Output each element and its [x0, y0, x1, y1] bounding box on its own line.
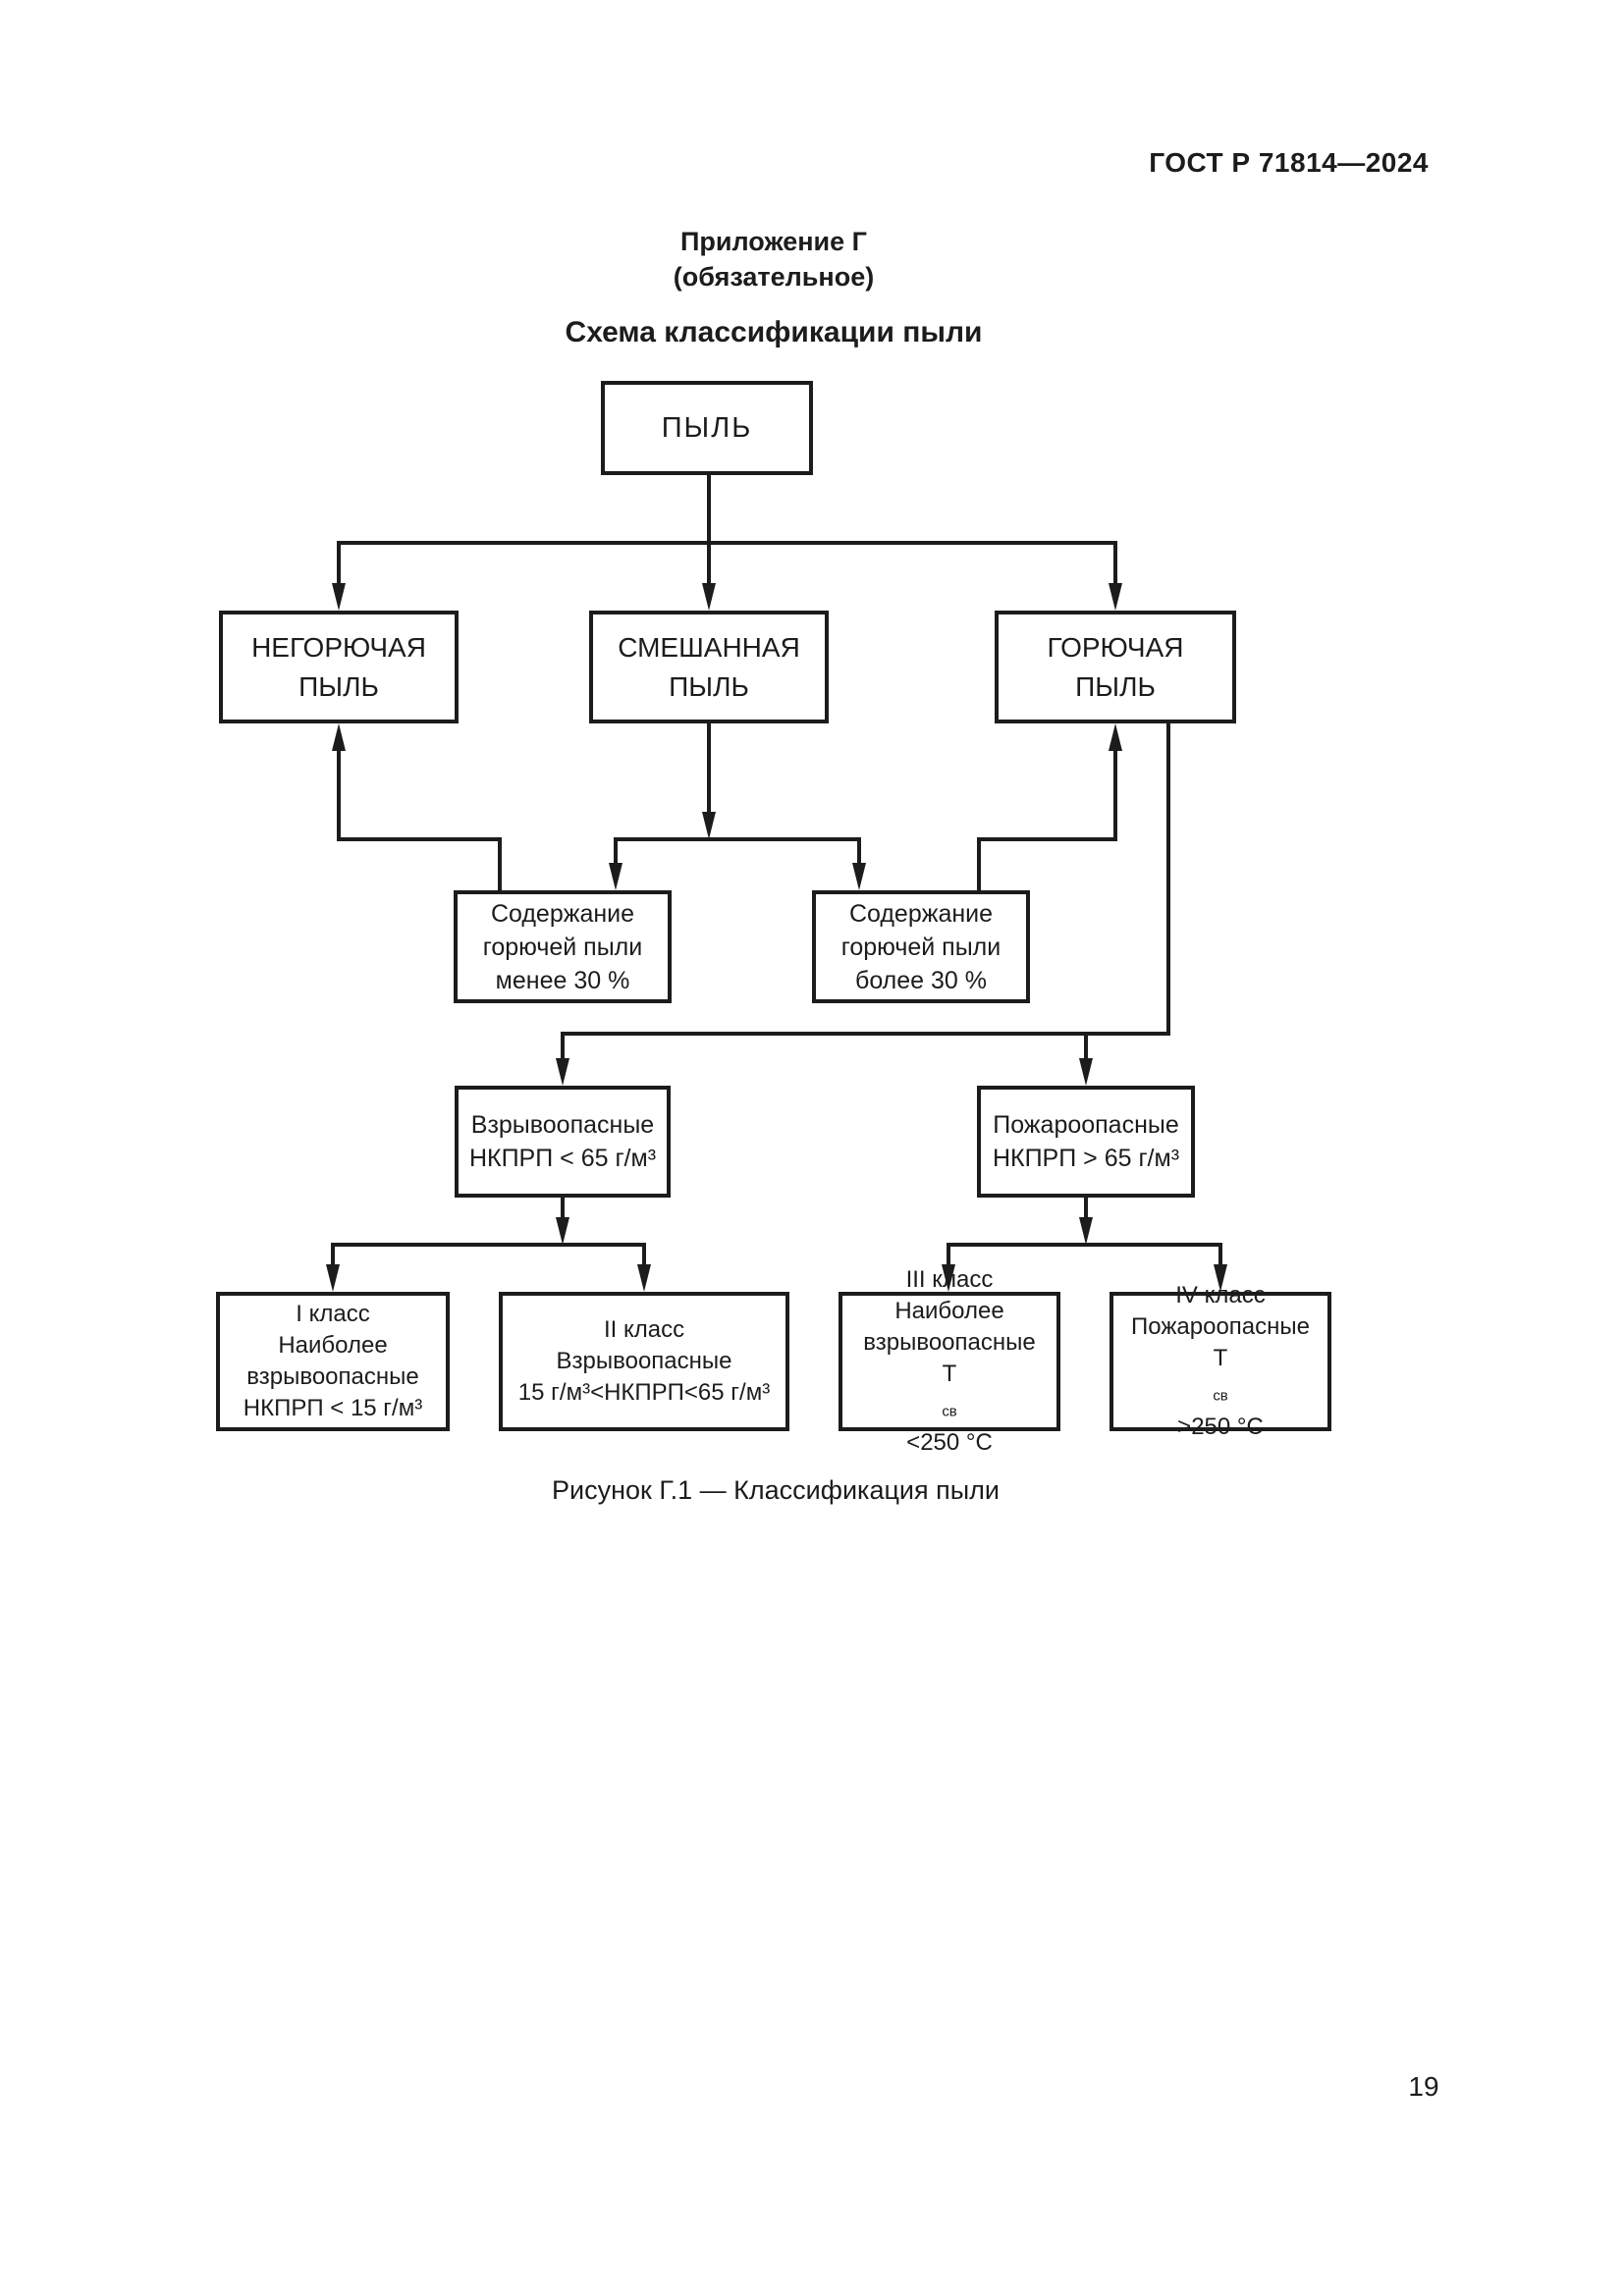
arrow-down-content-more [852, 863, 866, 890]
box-noncombustible-dust: НЕГОРЮЧАЯ ПЫЛЬ [219, 611, 459, 723]
arrow-down-content-distributor [702, 812, 716, 839]
box-fire-hazardous-line2: НКПРП > 65 г/м³ [992, 1145, 1180, 1172]
arrow-down-class12-distributor [556, 1217, 569, 1245]
connector-contentless-up-negoryuchaya [337, 748, 502, 890]
box-fire-hazardous: Пожароопасные НКПРП > 65 г/м³ [977, 1086, 1195, 1198]
box-noncombustible-line1: НЕГОРЮЧАЯ [251, 631, 426, 663]
box-class1-line3: взрывоопасные [246, 1363, 419, 1390]
box-class-2: II класс Взрывоопасные 15 г/м³<НКПРП<65 … [499, 1292, 789, 1431]
box-class1-line4: НКПРП < 15 г/м³ [243, 1395, 423, 1421]
page-number: 19 [1408, 2071, 1439, 2102]
t-condition: <250 °С [906, 1429, 993, 1457]
box-content-less-line2: горючей пыли [482, 933, 643, 961]
box-class4-line1: IV класс [1175, 1281, 1266, 1308]
figure-caption: Рисунок Г.1 — Классификация пыли [551, 1475, 1000, 1505]
document-header: ГОСТ Р 71814—2024 [1149, 147, 1429, 178]
box-class3-line1: III класс [905, 1265, 994, 1293]
box-combustible-line2: ПЫЛЬ [1075, 670, 1156, 702]
arrow-down-smeshannaya [702, 583, 716, 611]
box-class2-line3: 15 г/м³<НКПРП<65 г/м³ [517, 1379, 771, 1406]
t-condition: >250 °С [1177, 1414, 1264, 1441]
arrow-down-explosive [556, 1058, 569, 1086]
arrow-down-negoryuchaya [332, 583, 346, 611]
box-combustible-line1: ГОРЮЧАЯ [1047, 631, 1184, 663]
box-content-more-line2: горючей пыли [840, 933, 1001, 961]
box-class1-line1: I класс [296, 1301, 370, 1327]
box-mixed-line1: СМЕШАННАЯ [618, 631, 800, 663]
t-symbol: Т [942, 1360, 957, 1387]
arrow-down-class1 [326, 1264, 340, 1292]
arrow-down-class34-distributor [1079, 1217, 1093, 1245]
box-content-less-30: Содержание горючей пыли менее 30 % [454, 890, 672, 1003]
appendix-title: Приложение Г [680, 227, 867, 256]
box-class1-line2: Наиболее [278, 1332, 388, 1359]
box-noncombustible-line2: ПЫЛЬ [298, 670, 379, 702]
box-dust: ПЫЛЬ [601, 381, 813, 475]
box-content-more-line1: Содержание [848, 899, 994, 928]
box-mixed-line2: ПЫЛЬ [669, 670, 749, 702]
box-explosive-line2: НКПРП < 65 г/м³ [468, 1145, 657, 1172]
arrow-down-firehazard [1079, 1058, 1093, 1086]
box-mixed-dust: СМЕШАННАЯ ПЫЛЬ [589, 611, 829, 723]
box-content-more-30: Содержание горючей пыли более 30 % [812, 890, 1030, 1003]
t-subscript: св [942, 1404, 957, 1420]
box-content-more-line3: более 30 % [855, 966, 987, 994]
appendix-heading: Приложение Г (обязательное) [0, 224, 1547, 294]
arrow-down-goryuchaya [1109, 583, 1122, 611]
arrow-up-negoryuchaya [332, 723, 346, 751]
arrow-down-class2 [637, 1264, 651, 1292]
box-dust-label: ПЫЛЬ [661, 411, 753, 444]
box-explosive: Взрывоопасные НКПРП < 65 г/м³ [455, 1086, 671, 1198]
arrowheads [326, 583, 1227, 1292]
arrow-down-class4 [1214, 1264, 1227, 1292]
arrow-down-content-less [609, 863, 623, 890]
box-class4-line2: Пожароопасные [1131, 1312, 1310, 1340]
box-class-1: I класс Наиболее взрывоопасные НКПРП < 1… [216, 1292, 450, 1431]
box-content-less-line1: Содержание [490, 899, 635, 928]
connector-lines [331, 475, 1222, 1267]
t-symbol: Т [1213, 1344, 1228, 1371]
box-class3-line2: Наиболее [894, 1297, 1004, 1324]
box-explosive-line1: Взрывоопасные [470, 1111, 655, 1139]
box-combustible-dust: ГОРЮЧАЯ ПЫЛЬ [995, 611, 1236, 723]
appendix-subtitle: (обязательное) [673, 262, 875, 292]
arrow-down-class3 [942, 1264, 955, 1292]
box-content-less-line3: менее 30 % [495, 966, 630, 994]
box-class2-line1: II класс [603, 1316, 685, 1343]
box-class3-line3: взрывоопасные [863, 1328, 1036, 1356]
scheme-title: Схема классификации пыли [565, 316, 983, 348]
t-subscript: св [1213, 1388, 1228, 1405]
box-class2-line2: Взрывоопасные [556, 1348, 732, 1374]
connector-contentmore-up-goryuchaya [977, 748, 1117, 890]
arrow-up-goryuchaya [1109, 723, 1122, 751]
box-fire-hazardous-line1: Пожароопасные [993, 1111, 1179, 1139]
